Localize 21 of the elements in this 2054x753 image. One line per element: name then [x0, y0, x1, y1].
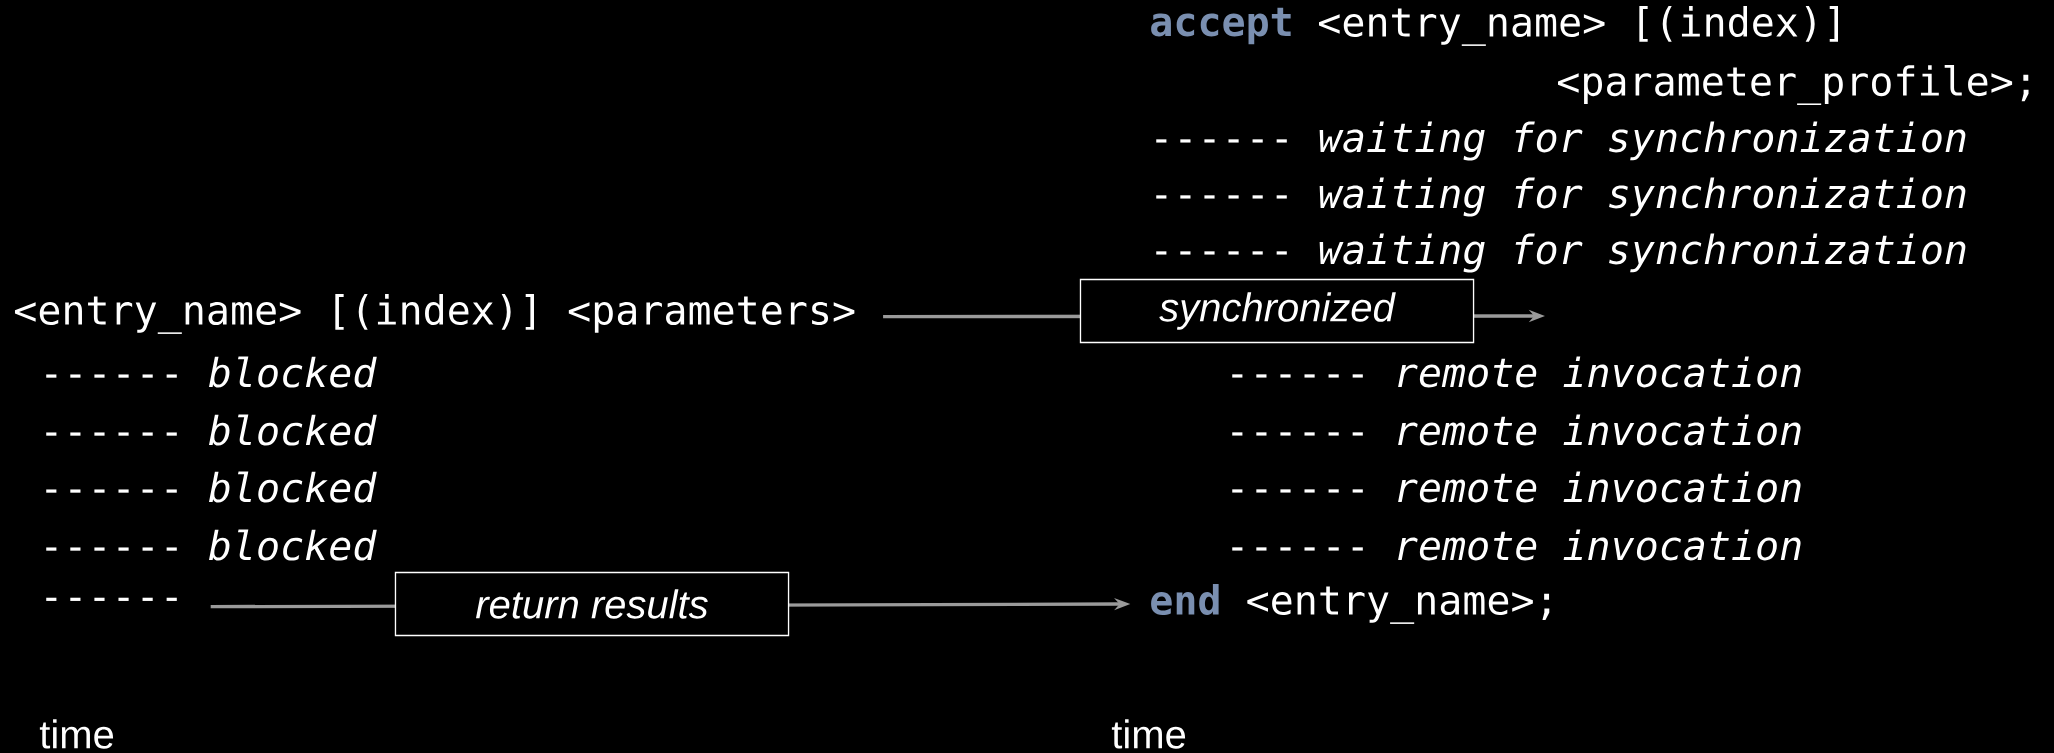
code-line: ------ blocked: [46, 529, 377, 561]
edge-label: synchronized: [1079, 278, 1475, 344]
code-line: ------ remote invocation: [1232, 414, 1801, 446]
code-line: ------ waiting for synchronization: [1156, 233, 1966, 273]
code-line: end <entry_name>;: [1151, 584, 1550, 624]
axis-label: time: [39, 719, 114, 749]
code-line: accept: [1151, 7, 1291, 45]
code-line: ------ remote invocation: [1232, 529, 1801, 561]
code-line: ------ remote invocation: [1232, 471, 1801, 503]
code-line: <entry_name> [(index)]: [1319, 6, 1838, 46]
code-line: <parameter_profile>;: [1558, 64, 2029, 105]
code-line: ------ waiting for synchronization: [1156, 177, 1966, 217]
code-line: ------ remote invocation: [1232, 356, 1801, 388]
code-line: ------ waiting for synchronization: [1156, 121, 1966, 161]
code-line: ------: [46, 597, 177, 601]
code-line: ------ blocked: [46, 471, 377, 503]
code-line: ------ blocked: [46, 356, 377, 388]
axis-label: time: [1111, 719, 1186, 749]
edge-label: return results: [394, 571, 790, 637]
code-line: ------ blocked: [46, 414, 377, 446]
code-line: <entry_name> [(index)] <parameters>: [15, 294, 855, 334]
